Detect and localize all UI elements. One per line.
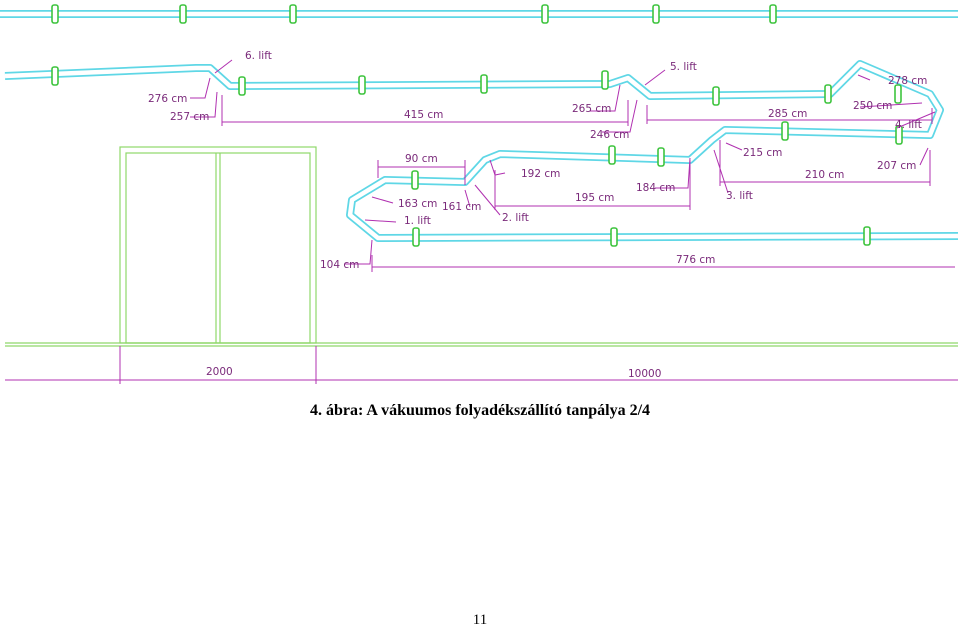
pipe-coupling (657, 147, 665, 167)
label-3-lift: 3. lift (726, 190, 753, 202)
pipe-coupling (652, 4, 660, 24)
pipe-couplings (51, 4, 903, 247)
label-1-lift: 1. lift (404, 215, 431, 227)
pipe-coupling (769, 4, 777, 24)
pipe-coupling (712, 86, 720, 106)
pipe-coupling (895, 125, 903, 145)
dimension-labels: 6. lift 276 cm 257 cm 415 cm 265 cm 246 … (148, 50, 927, 380)
pipe-coupling (51, 4, 59, 24)
label-257: 257 cm (170, 111, 209, 123)
pipe-coupling (863, 226, 871, 246)
label-10000: 10000 (628, 368, 661, 380)
label-278: 278 cm (888, 75, 927, 87)
pipe-coupling (541, 4, 549, 24)
pipe-coupling (601, 70, 609, 90)
label-207: 207 cm (877, 160, 916, 172)
door-frame (119, 146, 317, 344)
pipe-coupling (51, 66, 59, 86)
pipe-coupling (411, 170, 419, 190)
label-276: 276 cm (148, 93, 187, 105)
label-195: 195 cm (575, 192, 614, 204)
page-number: 11 (472, 612, 488, 628)
label-184: 184 cm (636, 182, 675, 194)
label-246: 246 cm (590, 129, 629, 141)
pipe-coupling (824, 84, 832, 104)
label-265: 265 cm (572, 103, 611, 115)
pipe-coupling (238, 76, 246, 96)
label-5-lift: 5. lift (670, 61, 697, 73)
pipe-coupling (289, 4, 297, 24)
floor-line (5, 342, 958, 347)
label-2-lift: 2. lift (502, 212, 529, 224)
pipe-coupling (358, 75, 366, 95)
dimension-lines (5, 59, 958, 384)
label-6-lift: 6. lift (245, 50, 272, 62)
label-250: 250 cm (853, 100, 892, 112)
pipeline-drawing: 6. lift 276 cm 257 cm 415 cm 265 cm 246 … (0, 4, 959, 384)
label-90: 90 cm (405, 153, 438, 165)
label-776: 776 cm (676, 254, 715, 266)
pipe-coupling (608, 145, 616, 165)
pipe-coupling (894, 84, 902, 104)
pipe-coupling (412, 227, 420, 247)
label-104: 104 cm (320, 259, 359, 271)
label-415: 415 cm (404, 109, 443, 121)
label-215: 215 cm (743, 147, 782, 159)
label-2000: 2000 (206, 366, 233, 378)
label-4-lift: 4. lift (895, 119, 922, 131)
label-161: 161 cm (442, 201, 481, 213)
label-210: 210 cm (805, 169, 844, 181)
pipe-coupling (781, 121, 789, 141)
label-163: 163 cm (398, 198, 437, 210)
pipe-coupling (610, 227, 618, 247)
pipe-coupling (179, 4, 187, 24)
pipe-coupling (480, 74, 488, 94)
label-192: 192 cm (521, 168, 560, 180)
figure-caption: 4. ábra: A vákuumos folyadékszállító tan… (309, 402, 651, 419)
label-285: 285 cm (768, 108, 807, 120)
